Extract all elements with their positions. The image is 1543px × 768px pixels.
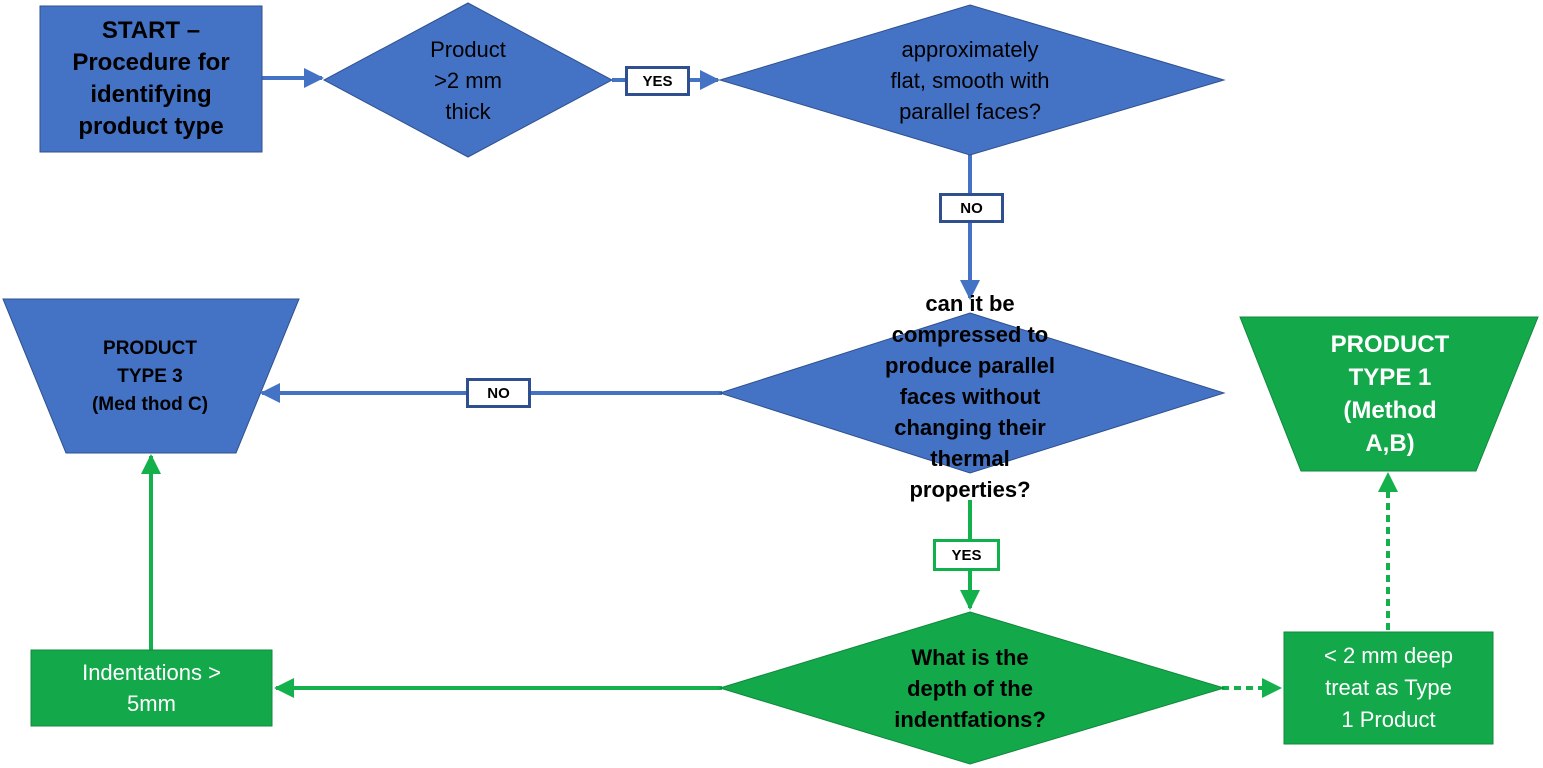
decision-thickness-diamond <box>322 2 614 158</box>
decision-flat-diamond <box>718 4 1226 156</box>
label-yes-thickness: YES <box>625 66 690 96</box>
indent-small-box <box>1283 631 1494 745</box>
indent-large-box <box>30 649 273 727</box>
product-type1-trapezoid <box>1239 316 1539 472</box>
product-type3-trapezoid <box>2 298 300 454</box>
label-no-flat: NO <box>939 193 1004 223</box>
decision-compress-diamond <box>718 312 1226 474</box>
label-yes-compress: YES <box>933 539 1000 571</box>
start-box <box>39 5 263 153</box>
label-no-compress: NO <box>466 378 531 408</box>
decision-depth-diamond <box>718 611 1226 765</box>
